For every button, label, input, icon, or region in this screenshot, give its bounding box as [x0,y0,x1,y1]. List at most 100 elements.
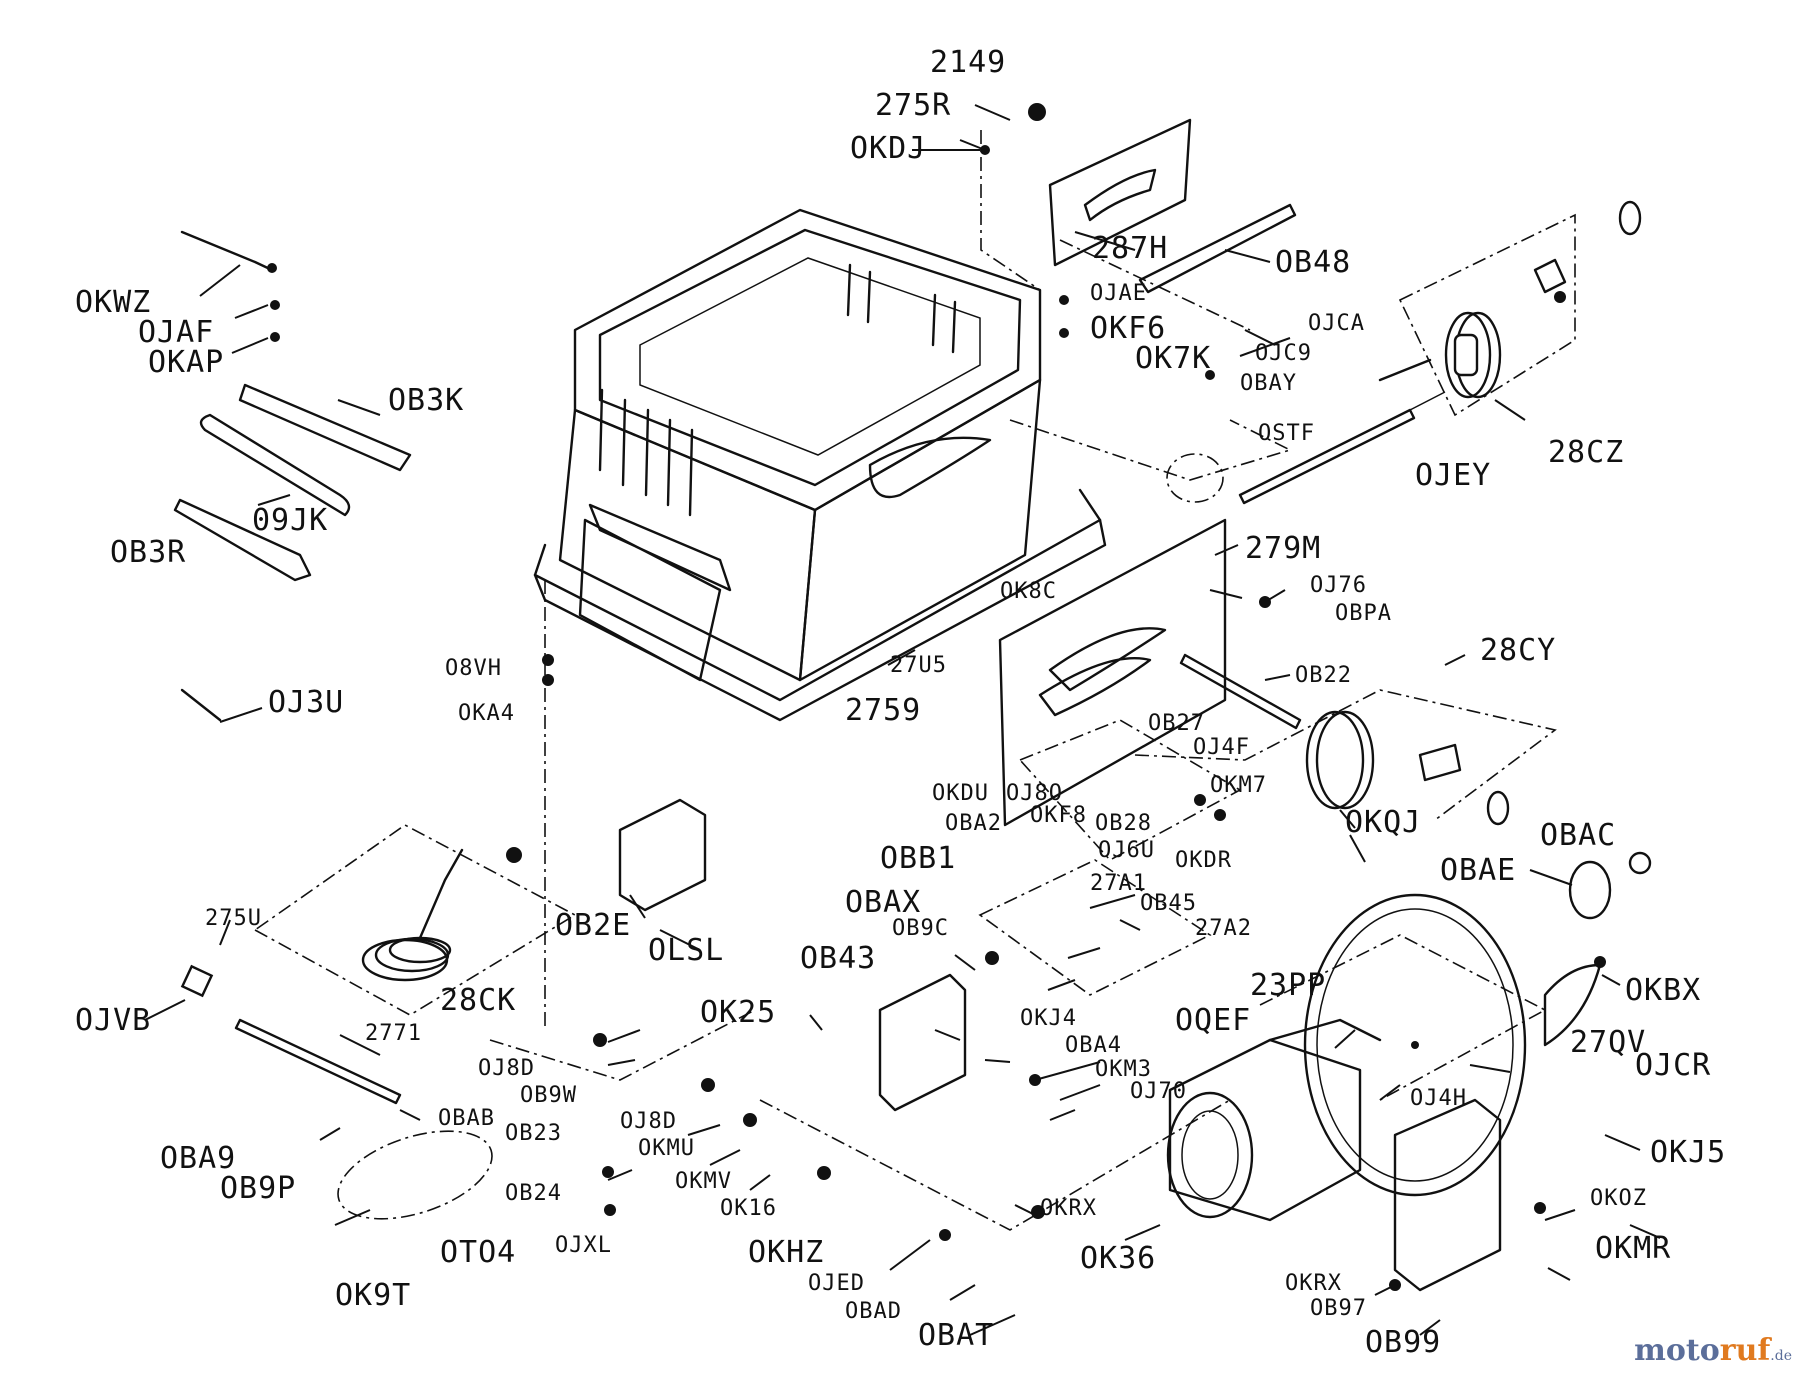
saw-base-cabinet [533,208,1107,722]
label-0KAP: OKAP [148,345,224,380]
wrench-spanner [173,498,312,582]
label-0B3R: OB3R [110,535,186,570]
label-0B43: OB43 [800,941,876,976]
label-0BA4: OBA4 [1065,1033,1122,1058]
label-0BAX: OBAX [845,885,921,920]
label-0T04: OTO4 [440,1235,516,1270]
throat-plate [1048,118,1192,267]
label-0B23: OB23 [505,1121,562,1146]
label-0KM7: OKM7 [1210,773,1267,798]
label-0B27: OB27 [1148,711,1205,736]
label-0JC9: OJC9 [1255,341,1312,366]
label-0BAD: OBAD [845,1299,902,1324]
arbor-wheel-top [1378,200,1642,399]
label-0K7K: OK7K [1135,341,1211,376]
watermark-logo: motoruf.de [1634,1333,1792,1368]
label-09JK: 09JK [252,503,328,538]
label-279M: 279M [1245,531,1321,566]
label-0KRX-a: OKRX [1040,1196,1097,1221]
watermark-part2: ruf [1719,1333,1771,1368]
label-2759: 2759 [845,693,921,728]
label-0KBX: OKBX [1625,973,1701,1008]
label-0BPA: OBPA [1335,601,1392,626]
label-0B22: OB22 [1295,663,1352,688]
label-0J76: OJ76 [1310,573,1367,598]
motor-bracket [1393,1098,1502,1292]
label-0JXL: OJXL [555,1233,612,1258]
label-0BAT: OBAT [918,1318,994,1353]
label-0K25: OK25 [700,995,776,1030]
watermark-part1: moto [1634,1333,1720,1368]
label-0B24: OB24 [505,1181,562,1206]
label-0KF6: OKF6 [1090,311,1166,346]
label-28CY: 28CY [1480,633,1556,668]
threaded-rod-lower [1179,653,1302,730]
label-0QEF: OQEF [1175,1003,1251,1038]
label-275U: 275U [205,906,262,931]
label-0KM3: OKM3 [1095,1057,1152,1082]
label-0KJ4: OKJ4 [1020,1006,1077,1031]
label-275R: 275R [875,88,951,123]
label-0KMV: OKMV [675,1169,732,1194]
label-0KDJ: OKDJ [850,131,926,166]
crank-shaft [180,964,402,1105]
label-0K16: OK16 [720,1196,777,1221]
label-0B45: OB45 [1140,891,1197,916]
label-0J70: OJ70 [1130,1079,1187,1104]
label-0JVB: OJVB [75,1003,151,1038]
label-27QV: 27QV [1570,1025,1646,1060]
leader-lines [144,104,1661,1336]
label-0JCR: OJCR [1635,1048,1711,1083]
label-0J4F: OJ4F [1193,735,1250,760]
label-0BB1: OBB1 [880,841,956,876]
fasteners [267,103,1606,1291]
label-0BAY: OBAY [1240,371,1297,396]
label-0KMU: OKMU [638,1136,695,1161]
threaded-rod-upper [1238,408,1416,505]
label-0J8D-b: OJ8D [620,1109,677,1134]
label-0B99: OB99 [1365,1325,1441,1360]
label-0BA2: OBA2 [945,811,1002,836]
label-0KDU: OKDU [932,781,989,806]
label-0KQJ: OKQJ [1345,805,1421,840]
label-2771: 2771 [365,1021,422,1046]
label-0JCA: OJCA [1308,311,1365,336]
switch-box [618,798,707,912]
watermark-suffix: .de [1770,1348,1792,1364]
label-0KJ5: OKJ5 [1650,1135,1726,1170]
label-27A2: 27A2 [1195,916,1252,941]
wrench-plate [238,383,412,472]
label-0K36: OK36 [1080,1241,1156,1276]
arbor-wheel-lower [1305,710,1510,826]
label-0K9T: OK9T [335,1278,411,1313]
saw-blade [1303,893,1527,1197]
label-27U5: 27U5 [890,653,947,678]
label-0J80: OJ8O [1006,781,1063,806]
label-0KF8: OKF8 [1030,803,1087,828]
side-panel [998,518,1227,827]
arbor-nut [1628,851,1652,875]
label-0KA4: OKA4 [458,701,515,726]
label-0K8C: OK8C [1000,579,1057,604]
label-0BAE: OBAE [1440,853,1516,888]
label-0KRX-b: OKRX [1285,1271,1342,1296]
label-0BA9: OBA9 [160,1141,236,1176]
label-0JAE: OJAE [1090,281,1147,306]
label-0B28: OB28 [1095,811,1152,836]
label-0KWZ: OKWZ [75,285,151,320]
label-0J6U: OJ6U [1098,838,1155,863]
hex-key [180,688,222,722]
switch-bracket [878,973,967,1112]
label-0B3K: OB3K [388,383,464,418]
label-0LSL: OLSL [648,933,724,968]
wrench-open [199,413,351,517]
label-23PP: 23PP [1250,968,1326,1003]
label-0B2E: OB2E [555,908,631,943]
label-0KOZ: OKOZ [1590,1186,1647,1211]
label-08VH: O8VH [445,656,502,681]
label-28CZ: 28CZ [1548,435,1624,470]
label-0B9W: OB9W [520,1083,577,1108]
label-0STF: OSTF [1258,421,1315,446]
label-0J8D-a: OJ8D [478,1056,535,1081]
blade-washer [1568,860,1612,920]
